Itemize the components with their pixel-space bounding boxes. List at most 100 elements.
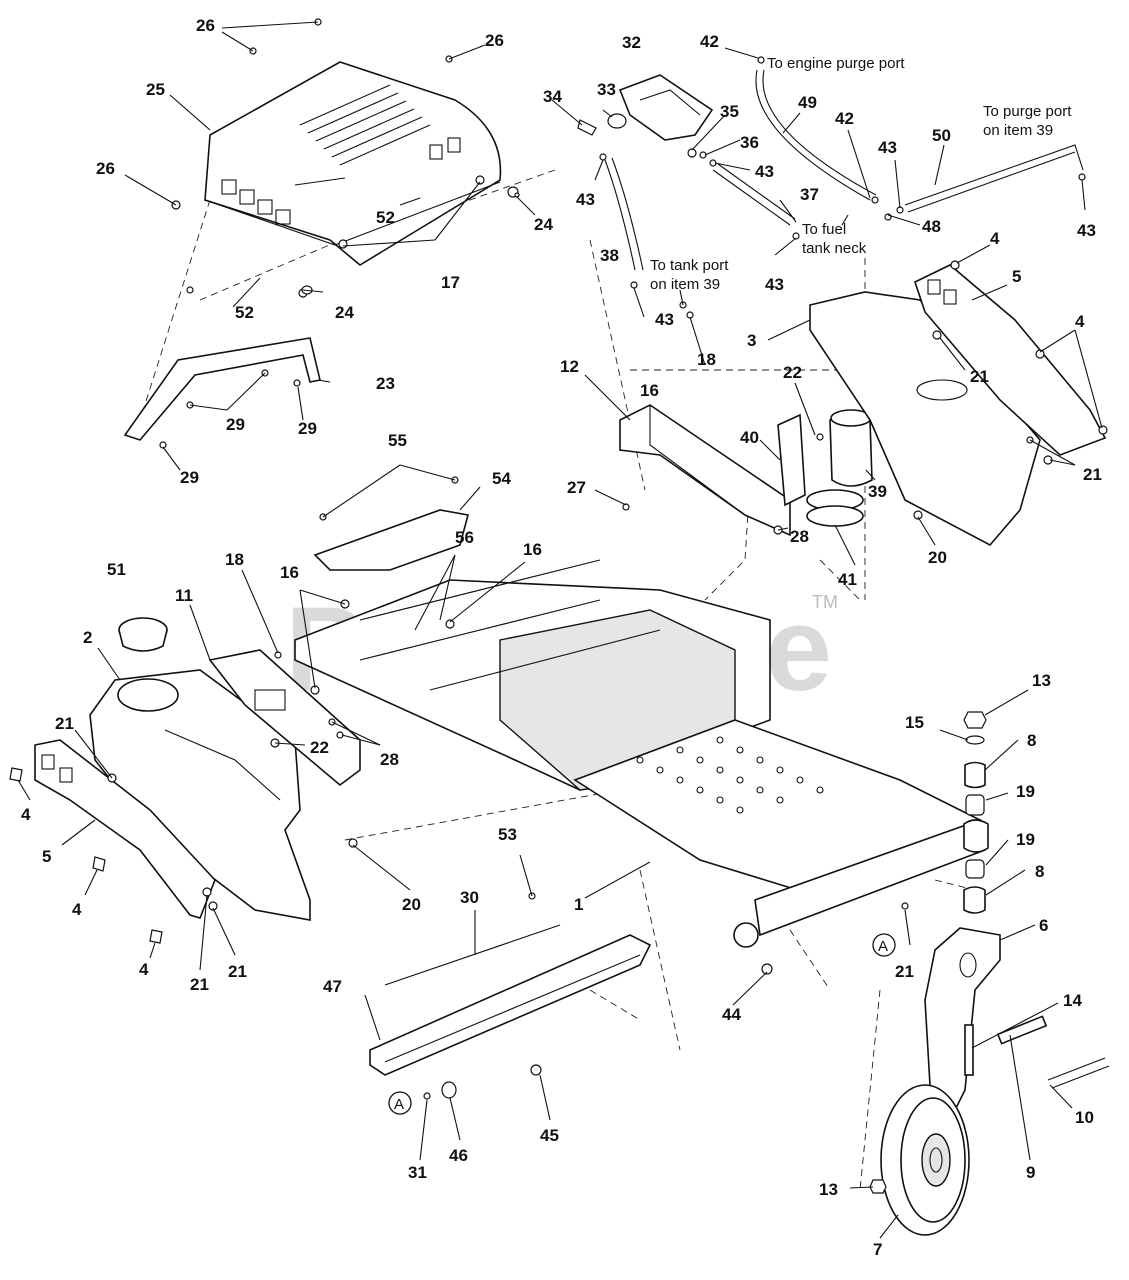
svg-text:A: A	[394, 1096, 404, 1113]
callout-4: 4	[72, 900, 82, 919]
side-panel-5-right	[914, 264, 1107, 456]
callout-30: 30	[460, 888, 479, 907]
callout-43: 43	[878, 138, 897, 157]
callout-17: 17	[441, 273, 460, 292]
rear-plate-47	[369, 934, 652, 1076]
callout-43: 43	[576, 190, 595, 209]
note-tank-port: To tank port	[650, 257, 729, 274]
fuel-tank-3	[809, 291, 1041, 547]
callout-12: 12	[560, 357, 579, 376]
callout-8: 8	[1035, 862, 1044, 881]
callout-35: 35	[720, 102, 739, 121]
ref-a-2: A	[388, 1091, 412, 1115]
notes: To engine purge port To purge port on it…	[650, 55, 1072, 293]
callout-13: 13	[1032, 671, 1051, 690]
callout-16: 16	[280, 563, 299, 582]
fuel-filter-39	[829, 409, 873, 487]
panel-23	[123, 337, 321, 441]
callout-29: 29	[226, 415, 245, 434]
fuel-tank-2	[89, 669, 311, 921]
callout-29: 29	[180, 468, 199, 487]
bracket-11	[208, 649, 361, 787]
bracket-12	[619, 404, 791, 537]
callout-4: 4	[21, 805, 31, 824]
callout-23: 23	[376, 374, 395, 393]
callout-50: 50	[932, 126, 951, 145]
ref-a-1: A	[872, 933, 896, 957]
caster-pivot-stack	[963, 711, 989, 914]
note-purge-port: To purge port	[983, 103, 1072, 120]
callout-21: 21	[970, 367, 989, 386]
rod-30	[384, 924, 561, 986]
callout-4: 4	[1075, 312, 1085, 331]
callout-22: 22	[783, 363, 802, 382]
axle-10	[1047, 1057, 1110, 1089]
callout-24: 24	[335, 303, 354, 322]
callout-52: 52	[235, 303, 254, 322]
callout-21: 21	[190, 975, 209, 994]
callout-26: 26	[96, 159, 115, 178]
callout-26: 26	[196, 16, 215, 35]
callout-4: 4	[139, 960, 149, 979]
callout-24: 24	[534, 215, 553, 234]
note-engine-purge: To engine purge port	[767, 55, 905, 72]
callout-28: 28	[790, 527, 809, 546]
callout-20: 20	[402, 895, 421, 914]
callout-53: 53	[498, 825, 517, 844]
callout-51: 51	[107, 560, 126, 579]
callout-52: 52	[376, 208, 395, 227]
hose-50	[904, 144, 1084, 213]
callout-48: 48	[922, 217, 941, 236]
callout-56: 56	[455, 528, 474, 547]
callout-44: 44	[722, 1005, 741, 1024]
callout-11: 11	[175, 586, 193, 605]
callout-5: 5	[42, 847, 51, 866]
callout-43: 43	[765, 275, 784, 294]
callout-38: 38	[600, 246, 619, 265]
note-fuel-tank-neck: tank neck	[802, 240, 867, 257]
hose-38	[604, 157, 644, 271]
clamp-41	[806, 489, 864, 527]
callout-4: 4	[990, 229, 1000, 248]
callout-36: 36	[740, 133, 759, 152]
note-fuel-tank: To fuel	[802, 221, 846, 238]
rear-hood	[204, 61, 502, 266]
callout-2: 2	[83, 628, 92, 647]
callouts: 26 26 25 26 52 24 17 52 24 23 29 29 29 3…	[21, 16, 1102, 1259]
callout-3: 3	[747, 331, 756, 350]
callout-31: 31	[408, 1163, 427, 1182]
callout-41: 41	[838, 570, 857, 589]
callout-37: 37	[800, 185, 819, 204]
bolt-14	[964, 1024, 974, 1076]
callout-14: 14	[1063, 991, 1082, 1010]
callout-8: 8	[1027, 731, 1036, 750]
callout-25: 25	[146, 80, 165, 99]
callout-18: 18	[225, 550, 244, 569]
callout-33: 33	[597, 80, 616, 99]
callout-43: 43	[1077, 221, 1096, 240]
callout-42: 42	[700, 32, 719, 51]
callout-43: 43	[755, 162, 774, 181]
caster-wheel-7	[880, 1084, 970, 1236]
spacer-9	[996, 1015, 1048, 1045]
callout-43: 43	[655, 310, 674, 329]
callout-46: 46	[449, 1146, 468, 1165]
fuel-cap-51	[118, 617, 168, 652]
callout-9: 9	[1026, 1163, 1035, 1182]
callout-19: 19	[1016, 830, 1035, 849]
note-purge-port-item: on item 39	[983, 122, 1053, 139]
hose-49	[755, 69, 877, 201]
callout-5: 5	[1012, 267, 1021, 286]
callout-32: 32	[622, 33, 641, 52]
callout-19: 19	[1016, 782, 1035, 801]
callout-20: 20	[928, 548, 947, 567]
callout-18: 18	[697, 350, 716, 369]
callout-54: 54	[492, 469, 511, 488]
callout-6: 6	[1039, 916, 1048, 935]
callout-22: 22	[310, 738, 329, 757]
watermark-tm: TM	[812, 592, 838, 612]
callout-49: 49	[798, 93, 817, 112]
callout-47: 47	[323, 977, 342, 996]
callout-39: 39	[868, 482, 887, 501]
vapor-canister-32	[618, 74, 714, 141]
